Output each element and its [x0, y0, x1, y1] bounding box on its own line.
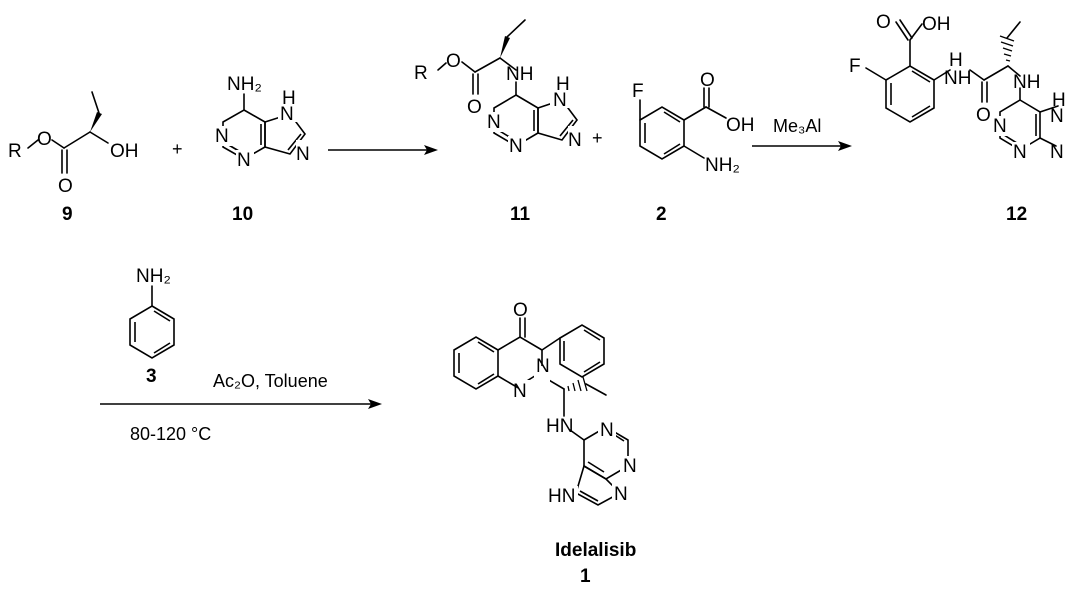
atom-NH2: NH₂ [227, 74, 262, 95]
atom-O: O [513, 300, 528, 321]
atom-NH: NH [506, 64, 533, 85]
atom-O: O [876, 12, 891, 33]
compound-label-12: 12 [1006, 204, 1027, 225]
atom-O: O [58, 176, 73, 197]
reaction-arrow-icon [752, 141, 852, 151]
atom-N: N [487, 112, 501, 133]
atom-N: N [513, 381, 527, 402]
atom-N: N [296, 144, 310, 165]
atom-N: N [237, 150, 251, 171]
reagent-me3al: Me₃Al [773, 116, 821, 136]
atom-OH: OH [110, 141, 139, 162]
compound-label-1: 1 [580, 566, 591, 587]
atom-H: H [949, 50, 963, 71]
atom-F: F [849, 56, 861, 77]
compound-12-structure: O OH F H NH O NH N N N H N 12 [849, 12, 1066, 225]
atom-OH: OH [922, 14, 951, 35]
atom-OH: OH [726, 115, 755, 136]
reagent-temperature: 80-120 °C [130, 424, 211, 444]
wedge-bond-icon [500, 36, 510, 58]
compound-11-structure: R O O NH N N N N H 11 [414, 19, 586, 225]
compound-10-structure: NH₂ N N N N H 10 [214, 74, 314, 225]
atom-NH: NH [1013, 72, 1040, 93]
hashed-wedge-bond-icon [567, 376, 588, 392]
atom-N: N [215, 126, 229, 147]
atom-O: O [446, 51, 461, 72]
atom-N: N [1050, 142, 1064, 163]
compound-label-3: 3 [146, 366, 157, 387]
hashed-wedge-bond-icon [999, 35, 1015, 62]
atom-F: F [632, 81, 644, 102]
atom-O: O [976, 105, 991, 126]
atom-N: N [614, 484, 628, 505]
atom-NH2: NH₂ [136, 266, 171, 287]
compound-9-structure: R O O OH 9 [8, 91, 139, 225]
atom-N: N [568, 130, 582, 151]
atom-N: N [536, 356, 550, 377]
atom-N: N [1013, 142, 1027, 163]
atom-H: H [556, 74, 570, 95]
atom-O: O [467, 97, 482, 118]
atom-N: N [600, 420, 614, 441]
compound-label-2: 2 [656, 204, 667, 225]
atom-N: N [993, 116, 1007, 137]
atom-N: N [553, 90, 567, 111]
atom-N: N [509, 136, 523, 157]
atom-NH: NH [944, 68, 971, 89]
atom-N: N [623, 456, 637, 477]
atom-O: O [700, 70, 715, 91]
compound-1-structure: O N N HN N N N HN Idelalisib 1 [453, 300, 638, 587]
atom-HN: HN [546, 416, 573, 437]
compound-3-structure: NH₂ 3 [129, 266, 175, 387]
atom-HN: HN [548, 486, 575, 507]
compound-name-idelalisib: Idelalisib [555, 540, 636, 561]
plus-sign: + [592, 128, 603, 148]
atom-O: O [37, 129, 52, 150]
reagent-ac2o-toluene: Ac₂O, Toluene [213, 371, 328, 391]
atom-H: H [1052, 90, 1066, 111]
wedge-bond-icon [90, 112, 102, 132]
atom-N: N [1050, 106, 1064, 127]
reaction-arrow-icon [100, 399, 382, 409]
compound-label-9: 9 [62, 204, 73, 225]
compound-2-structure: F O OH NH₂ 2 [632, 70, 755, 225]
atom-H: H [282, 88, 296, 109]
compound-label-10: 10 [232, 204, 253, 225]
plus-sign: + [172, 139, 183, 159]
atom-N: N [280, 104, 294, 125]
atom-R: R [8, 141, 22, 162]
reaction-arrow-icon [328, 145, 438, 155]
atom-R: R [414, 63, 428, 84]
compound-label-11: 11 [510, 204, 531, 225]
atom-NH2: NH₂ [705, 155, 740, 176]
